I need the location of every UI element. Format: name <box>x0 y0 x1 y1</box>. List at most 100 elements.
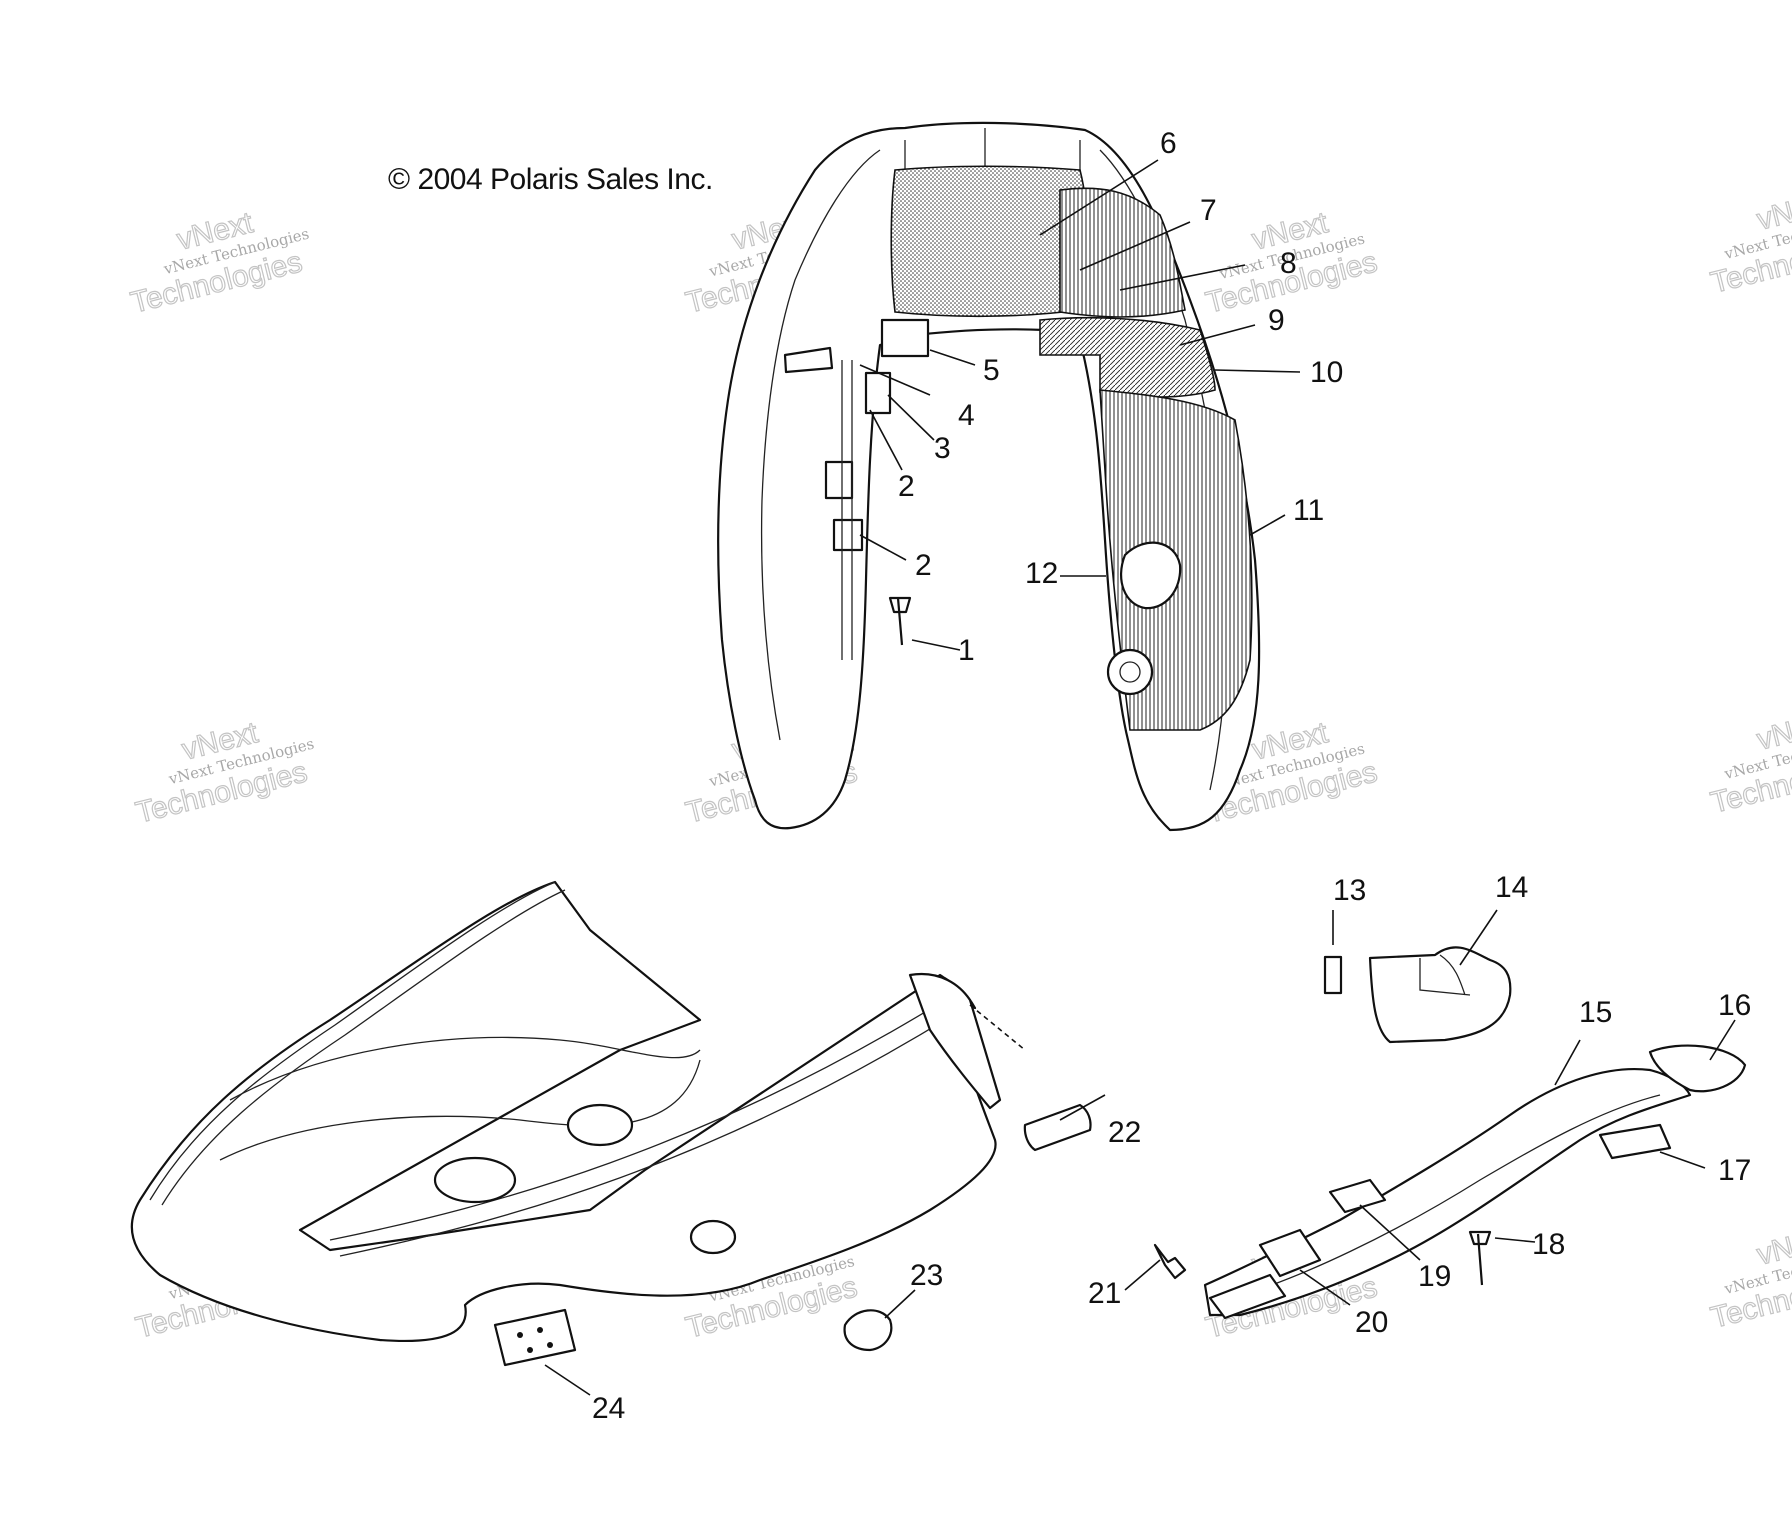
part-16 <box>1648 1044 1747 1093</box>
leader-line <box>1709 1019 1736 1061</box>
callout-17: 17 <box>1718 1154 1751 1187</box>
loose-parts <box>493 946 1747 1367</box>
part-14 <box>1368 946 1512 1044</box>
fastener-hole <box>1106 648 1154 696</box>
leader-line <box>887 394 935 441</box>
hood-inner-line <box>229 1036 701 1101</box>
plate-24-hole <box>537 1327 543 1333</box>
hood-perspective-assembly <box>130 880 1026 1342</box>
bracket-left <box>783 346 834 374</box>
hood-vent-screen <box>890 165 1089 318</box>
rivet-18 <box>1468 1230 1492 1286</box>
hood-inner-contour <box>760 149 881 741</box>
hood-body <box>130 880 997 1342</box>
leader-line <box>1659 1151 1706 1169</box>
plate-24-hole <box>527 1347 533 1353</box>
callout-4: 4 <box>958 399 975 432</box>
callout-9: 9 <box>1268 304 1285 337</box>
leader-line <box>1124 1259 1161 1291</box>
callout-8: 8 <box>1280 247 1297 280</box>
callout-19: 19 <box>1418 1260 1451 1293</box>
leader-line <box>1119 264 1246 291</box>
leader-line <box>1179 324 1256 346</box>
callout-23: 23 <box>910 1259 943 1292</box>
insulation-panel-9 <box>1039 316 1216 398</box>
leader-line <box>1059 1094 1106 1121</box>
hood-rim <box>161 889 566 1206</box>
oval-opening <box>1120 541 1182 610</box>
leader-line <box>1214 369 1301 373</box>
callout-13: 13 <box>1333 874 1366 907</box>
callout-20: 20 <box>1355 1306 1388 1339</box>
plate-24 <box>493 1308 577 1367</box>
callout-11: 11 <box>1293 494 1324 527</box>
watermark: vNext vNext Technologies Technologies <box>1707 705 1792 820</box>
leader-line <box>1079 221 1191 271</box>
bolt-1 <box>888 596 912 646</box>
plate-24-hole <box>517 1332 523 1338</box>
panel-22 <box>1023 1103 1092 1152</box>
callout-3: 3 <box>934 432 951 465</box>
hood-underside-assembly <box>716 121 1261 832</box>
callout-24: 24 <box>592 1392 625 1425</box>
leader-line <box>1299 1269 1351 1306</box>
callout-18: 18 <box>1532 1228 1565 1261</box>
watermark: vNext vNext Technologies Technologies <box>132 715 316 830</box>
insulation-panel-6 <box>1059 187 1186 318</box>
hood-rim <box>149 881 556 1201</box>
leader-line <box>869 409 903 471</box>
leader-lines <box>544 159 1736 1396</box>
plate-24-hole <box>547 1342 553 1348</box>
callout-21: 21 <box>1088 1277 1121 1310</box>
callout-16: 16 <box>1718 989 1751 1022</box>
watermark: vNext vNext Technologies Technologies <box>127 205 311 320</box>
leader-line <box>859 364 931 396</box>
vent-opening <box>566 1103 634 1147</box>
copyright-notice: © 2004 Polaris Sales Inc. <box>388 163 713 196</box>
hood-inner-line <box>339 1011 959 1257</box>
leader-line <box>1554 1039 1581 1086</box>
fastener-hole-inner <box>1119 661 1141 683</box>
dashed-guide <box>969 1004 1026 1051</box>
hood-inner-line <box>329 999 946 1241</box>
callout-2: 2 <box>898 470 915 503</box>
watermark: vNext vNext Technologies Technologies <box>1707 185 1792 300</box>
leader-line <box>1459 909 1498 966</box>
panel-22-mount <box>908 972 1002 1110</box>
hood-inner-line <box>219 1059 701 1161</box>
part-14-detail <box>1419 954 1471 996</box>
rivet-21 <box>1153 1243 1187 1280</box>
callout-6: 6 <box>1160 127 1177 160</box>
leader-line <box>884 1289 916 1319</box>
part-15-edge <box>1224 1094 1661 1301</box>
part-13 <box>1323 955 1343 995</box>
leader-line <box>1359 1204 1421 1261</box>
plug-23 <box>843 1309 893 1352</box>
plug-23-socket <box>689 1219 737 1255</box>
callout-1: 1 <box>958 634 975 667</box>
callout-labels: 1 2 2 3 4 5 6 7 8 9 10 11 12 13 14 15 16… <box>592 127 1751 1425</box>
bracket-3 <box>864 371 892 415</box>
decal-17 <box>1598 1123 1672 1160</box>
bracket-20 <box>1208 1273 1287 1320</box>
clip-2-upper <box>824 460 854 500</box>
bracket-5 <box>880 318 930 358</box>
callout-5: 5 <box>983 354 1000 387</box>
callout-22: 22 <box>1108 1116 1141 1149</box>
callout-7: 7 <box>1200 194 1217 227</box>
callout-15: 15 <box>1579 996 1612 1029</box>
leader-line <box>1039 159 1159 236</box>
leader-line <box>859 534 907 561</box>
leader-line <box>1249 514 1286 536</box>
leader-line <box>929 349 976 366</box>
leader-line <box>544 1364 591 1396</box>
leader-line <box>911 639 961 651</box>
vent-opening <box>433 1156 517 1204</box>
clip-2-lower <box>832 518 864 552</box>
callout-12: 12 <box>1025 557 1058 590</box>
decal-19 <box>1328 1178 1387 1214</box>
watermark: vNext vNext Technologies Technologies <box>1707 1220 1792 1335</box>
callout-2: 2 <box>915 549 932 582</box>
leader-line <box>1494 1237 1536 1243</box>
